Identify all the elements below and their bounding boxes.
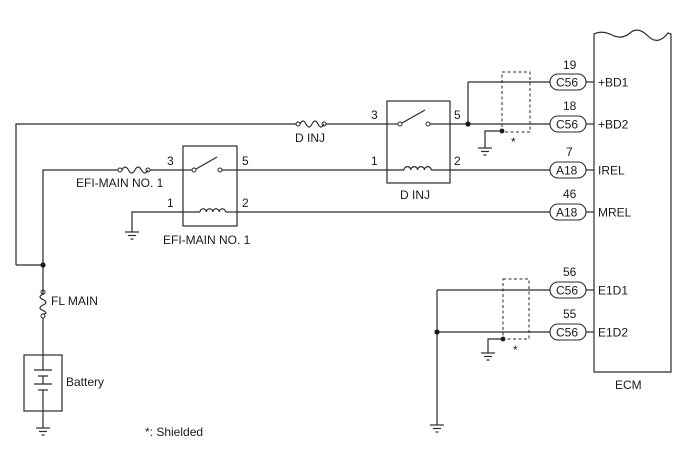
terminal-connector-id: C56 xyxy=(556,284,578,298)
terminal-pin-number: 46 xyxy=(563,187,577,201)
fuse-fl-main: FL MAIN xyxy=(39,289,98,319)
relay-efi-main-pin: 5 xyxy=(242,154,249,168)
ecm-box xyxy=(593,29,672,373)
fuse-dinj-label: D INJ xyxy=(295,131,325,145)
fuse-efi-main-label: EFI-MAIN NO. 1 xyxy=(76,176,164,190)
ground-icon xyxy=(36,427,50,436)
relay-efi-main-pin: 2 xyxy=(242,196,249,210)
relay-efi-main: 3 5 1 2 EFI-MAIN NO. 1 xyxy=(131,145,251,247)
relay-efi-main-pin: 1 xyxy=(167,196,174,210)
ground-icon xyxy=(478,147,492,156)
shielded-note: *: Shielded xyxy=(145,425,203,439)
ground-icon xyxy=(481,352,495,361)
terminal-connector-id: A18 xyxy=(556,206,578,220)
terminal-connector-id: A18 xyxy=(556,164,578,178)
terminal-signal-name: +BD2 xyxy=(598,118,629,132)
terminal-pin-number: 56 xyxy=(563,265,577,279)
terminal-connector-id: C56 xyxy=(556,326,578,340)
ecm-terminal-e1d1: C56 56 E1D1 xyxy=(437,265,628,299)
ecm-terminal-mrel: A18 46 MREL xyxy=(237,187,632,221)
fuse-efi-main: EFI-MAIN NO. 1 xyxy=(76,166,164,190)
terminal-connector-id: C56 xyxy=(556,118,578,132)
ecm-terminal-e1d2: C56 55 E1D2 xyxy=(437,307,628,341)
ecm-terminal-bd1: C56 19 +BD1 xyxy=(468,58,629,91)
shield-mark: * xyxy=(511,135,516,149)
relay-dinj-pin: 5 xyxy=(454,108,461,122)
shield-mark: * xyxy=(513,343,518,357)
fuse-fl-main-label: FL MAIN xyxy=(51,294,98,308)
terminal-pin-number: 19 xyxy=(563,58,577,72)
relay-dinj-pin: 2 xyxy=(454,154,461,168)
terminal-signal-name: +BD1 xyxy=(598,76,629,90)
relay-efi-main-label: EFI-MAIN NO. 1 xyxy=(163,233,251,247)
ecm-label: ECM xyxy=(615,378,642,392)
terminal-pin-number: 55 xyxy=(563,307,577,321)
terminal-signal-name: IREL xyxy=(598,164,625,178)
ecm-terminal-bd2: C56 18 +BD2 xyxy=(450,99,629,133)
relay-dinj-label: D INJ xyxy=(400,188,430,202)
terminal-pin-number: 7 xyxy=(566,145,573,159)
relay-dinj: 3 5 1 2 D INJ xyxy=(237,100,461,202)
shield-wiring-bd: * xyxy=(465,71,531,149)
shield-wiring-e1d: * xyxy=(434,278,530,425)
ecm-terminal-irel: A18 7 IREL xyxy=(450,145,625,179)
terminal-signal-name: E1D2 xyxy=(598,326,628,340)
terminal-connector-id: C56 xyxy=(556,76,578,90)
fuse-dinj: D INJ xyxy=(295,120,327,145)
supply-wiring xyxy=(15,123,387,355)
terminal-signal-name: MREL xyxy=(598,206,632,220)
terminal-pin-number: 18 xyxy=(563,99,577,113)
relay-dinj-pin: 1 xyxy=(371,154,378,168)
relay-efi-main-pin: 3 xyxy=(167,154,174,168)
ground-icon xyxy=(430,424,444,433)
battery-label: Battery xyxy=(66,375,104,389)
relay-dinj-pin: 3 xyxy=(371,108,378,122)
terminal-signal-name: E1D1 xyxy=(598,284,628,298)
battery: Battery xyxy=(23,354,104,428)
ground-icon xyxy=(125,231,139,240)
